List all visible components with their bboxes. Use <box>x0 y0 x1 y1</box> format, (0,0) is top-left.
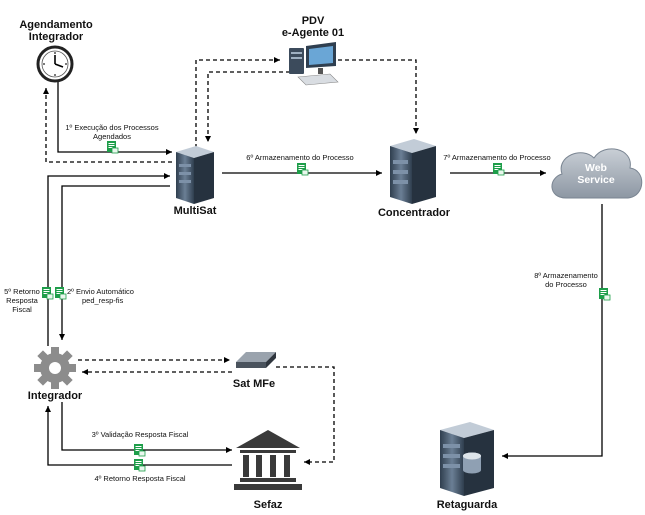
edge-webservice-to-retaguarda <box>502 204 603 459</box>
webservice-label-line2: Service <box>577 174 615 186</box>
sat-mfe-device-icon <box>236 352 276 368</box>
sefaz-label: Sefaz <box>254 499 283 511</box>
multisat-server-icon <box>176 146 214 204</box>
edge-label-2-line2: ped_resp-fis <box>82 296 124 305</box>
edge-pdv-to-concentrador <box>338 59 419 134</box>
edge-label-5-line3: Fiscal <box>12 305 32 314</box>
edge-label-4: 4º Retorno Resposta Fiscal <box>94 474 185 483</box>
multisat-label: MultiSat <box>174 205 217 217</box>
document-icon <box>41 286 54 300</box>
agendamento-label-line2: Integrador <box>29 31 84 43</box>
edge-label-6: 6º Armazenamento do Processo <box>246 153 353 162</box>
web-service-cloud-icon <box>551 148 643 199</box>
satmfe-label: Sat MFe <box>233 378 275 390</box>
edge-label-3: 3º Validação Resposta Fiscal <box>92 430 189 439</box>
agendamento-label-line1: Agendamento <box>19 19 93 31</box>
edge-label-8-line2: do Processo <box>545 280 587 289</box>
retaguarda-label: Retaguarda <box>437 499 498 511</box>
concentrador-label: Concentrador <box>378 207 451 219</box>
document-icon <box>492 162 505 176</box>
webservice-label-line1: Web <box>585 162 607 174</box>
edge-label-2-line1: 2º Envio Automático <box>67 287 134 296</box>
document-icon <box>106 140 119 154</box>
edge-integrador-to-sefaz <box>61 402 232 453</box>
edge-multisat-to-clock <box>43 88 172 163</box>
document-icon <box>296 162 309 176</box>
document-icon <box>598 287 611 301</box>
document-icon <box>54 286 67 300</box>
pdv-label-line2: e-Agente 01 <box>282 27 344 39</box>
concentrador-server-icon <box>390 139 436 204</box>
gear-icon <box>34 347 76 389</box>
edge-multisat-to-pdv <box>195 57 280 148</box>
edge-label-1-line1: 1º Execução dos Processos <box>65 123 158 132</box>
edge-multisat-to-integrador <box>59 185 170 340</box>
edge-label-1-line2: Agendados <box>93 132 131 141</box>
integrador-label: Integrador <box>28 390 83 402</box>
pdv-terminal-icon <box>289 42 339 86</box>
sefaz-bank-icon <box>234 430 302 490</box>
edge-integrador-to-multisat <box>47 173 170 346</box>
clock-icon <box>36 45 74 83</box>
edge-label-7: 7º Armazenamento do Processo <box>443 153 550 162</box>
edge-clock-to-multisat <box>57 82 172 155</box>
edge-label-8-line1: 8º Armazenamento <box>534 271 598 280</box>
edge-satmfe-to-sefaz <box>276 366 335 465</box>
edge-pdv-to-multisat <box>205 71 290 142</box>
edge-sefaz-to-integrador <box>45 406 232 466</box>
retaguarda-server-icon <box>440 422 494 496</box>
edge-label-5-line2: Resposta <box>6 296 39 305</box>
edge-label-5-line1: 5º Retorno <box>4 287 40 296</box>
pdv-label-line1: PDV <box>302 15 325 27</box>
